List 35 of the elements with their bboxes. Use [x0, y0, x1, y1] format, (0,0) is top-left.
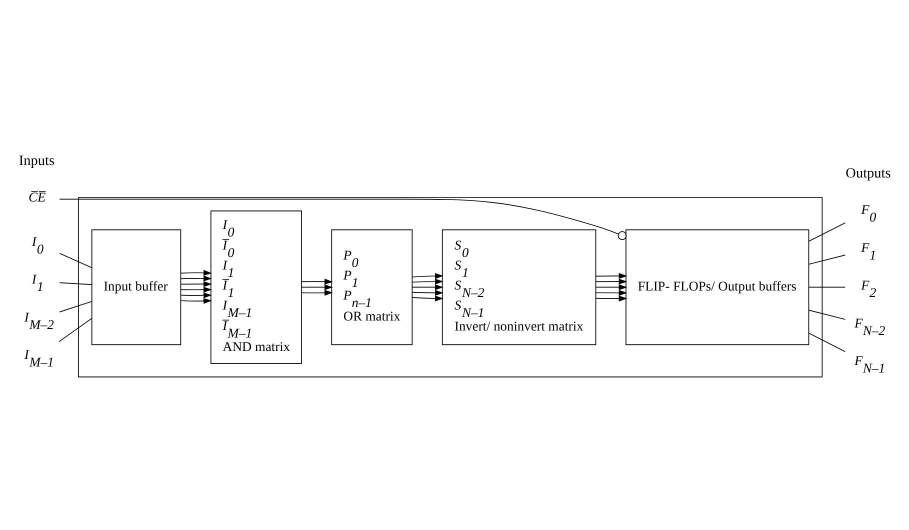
connector	[808, 332, 846, 352]
node-box: Input buffer	[91, 229, 182, 346]
cluster	[78, 197, 823, 378]
arrow	[412, 296, 444, 302]
connector	[808, 286, 846, 288]
arrow	[596, 278, 628, 284]
arrow	[180, 281, 212, 288]
arrow	[301, 278, 333, 285]
connector	[59, 282, 92, 285]
arrow	[596, 284, 628, 290]
arrow	[412, 273, 444, 279]
connector	[58, 318, 92, 342]
arrow	[596, 272, 628, 279]
arrow	[301, 284, 333, 290]
connector	[808, 310, 846, 320]
label: Inputs	[18, 152, 55, 169]
connector	[59, 198, 627, 240]
node-text: C̅E̅	[28, 190, 46, 205]
arrow	[180, 292, 212, 298]
label: Outputs	[846, 165, 891, 182]
arrow	[180, 276, 212, 282]
arrow	[596, 296, 628, 302]
connector	[808, 254, 846, 265]
arrow	[180, 298, 212, 304]
connector	[59, 252, 92, 268]
connector	[59, 301, 92, 312]
arrow	[180, 286, 212, 293]
arrow	[180, 270, 212, 276]
node-box: FLIP- FLOPs/ Output buffers	[626, 229, 810, 346]
arrow	[412, 284, 444, 290]
arrow	[412, 278, 444, 285]
connector	[808, 222, 846, 242]
arrow	[596, 290, 628, 296]
arrow	[412, 290, 444, 296]
arrow	[301, 290, 333, 296]
